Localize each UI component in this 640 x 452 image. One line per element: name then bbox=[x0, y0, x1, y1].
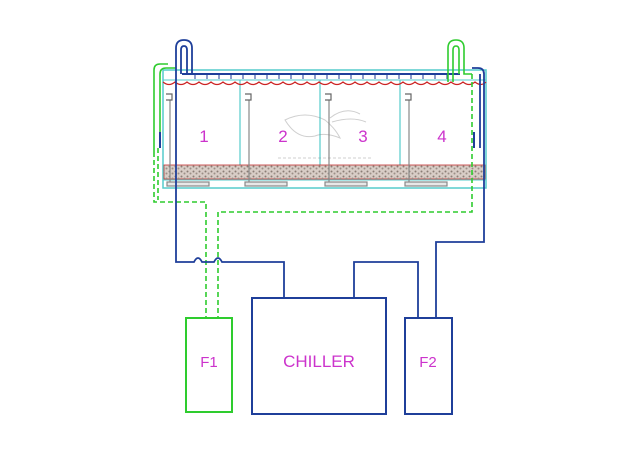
f2-filter: F2 bbox=[404, 317, 453, 415]
tank-outline bbox=[162, 69, 487, 189]
compartment-label: 2 bbox=[278, 127, 287, 146]
water-surface bbox=[162, 81, 487, 86]
compartment-label: 3 bbox=[358, 127, 367, 146]
chiller-unit: CHILLER bbox=[251, 297, 387, 415]
f1-label: F1 bbox=[200, 354, 218, 371]
spray-bar bbox=[182, 73, 460, 79]
f1-filter: F1 bbox=[185, 317, 233, 413]
shrimp-logo-icon bbox=[278, 110, 372, 159]
uplift-stands bbox=[166, 93, 448, 187]
blue-pipe-loop bbox=[175, 39, 485, 318]
gravel-substrate bbox=[163, 164, 486, 181]
compartment-labels: 1 2 3 4 bbox=[199, 127, 446, 146]
intake-strainers bbox=[159, 132, 475, 148]
green-pipe-loop bbox=[153, 39, 473, 318]
tank bbox=[162, 69, 487, 189]
chiller-label: CHILLER bbox=[283, 352, 355, 371]
f2-label: F2 bbox=[419, 354, 437, 371]
compartment-label: 1 bbox=[199, 127, 208, 146]
compartment-label: 4 bbox=[437, 127, 446, 146]
